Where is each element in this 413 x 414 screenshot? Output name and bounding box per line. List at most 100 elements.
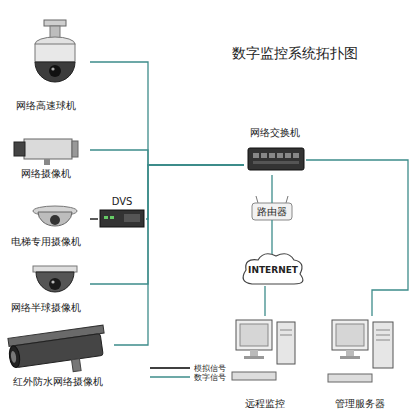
speed-dome-icon-part xyxy=(49,65,61,77)
node-label: INTERNET xyxy=(248,264,298,276)
diagram-title: 数字监控系统拓扑图 xyxy=(232,45,358,63)
server-computer-icon-part xyxy=(346,350,354,356)
node-label: 管理服务器 xyxy=(335,398,385,410)
elevator-camera-icon-part xyxy=(50,215,60,225)
switch-icon-part xyxy=(277,153,283,158)
dvs-box-icon-part xyxy=(124,214,140,222)
dvs-box: DVS xyxy=(98,196,146,229)
node-label: 电梯专用摄像机 xyxy=(11,236,81,248)
server-box: 管理服务器 xyxy=(322,316,398,410)
server-computer-icon xyxy=(328,320,393,382)
digital-wire xyxy=(146,165,244,219)
dvs-box-icon-part xyxy=(110,216,114,219)
ir-camera-icon-part xyxy=(72,359,82,372)
digital-wire xyxy=(271,175,272,203)
remote-computer-icon-part xyxy=(232,372,276,380)
camera-label: 网络高速球机 xyxy=(2,18,90,112)
ir-camera-icon-part xyxy=(10,351,17,364)
digital-wire xyxy=(90,165,244,284)
legend-label: 数字信号 xyxy=(194,373,226,382)
cloud-box: INTERNET xyxy=(242,254,304,286)
server-computer-icon-part xyxy=(336,324,364,346)
remote-computer-icon-part xyxy=(240,324,268,346)
box-camera-icon-part xyxy=(44,159,50,165)
switch-icon xyxy=(248,148,304,170)
half-dome-icon-part xyxy=(51,280,54,283)
camera-label: 电梯专用摄像机 xyxy=(2,200,90,248)
elevator-camera-icon-part xyxy=(38,212,72,226)
remote-computer-icon-part xyxy=(244,356,264,359)
remote-computer-icon-part xyxy=(277,322,295,364)
remote-computer-icon-part xyxy=(236,320,272,350)
server-computer-icon-part xyxy=(328,374,372,382)
remote-computer-icon-part xyxy=(280,335,292,336)
digital-wire xyxy=(114,165,244,345)
switch-box: 网络交换机 xyxy=(244,127,306,175)
half-dome-icon-part xyxy=(49,278,61,290)
speed-dome-icon-part xyxy=(50,26,60,38)
dvs-box-icon-part xyxy=(100,210,144,227)
legend-samples-part xyxy=(150,367,190,368)
switch-icon-part xyxy=(261,153,267,158)
server-computer-icon-part xyxy=(332,320,368,350)
node-label: 网络摄像机 xyxy=(21,168,71,180)
digital-wire xyxy=(271,220,272,254)
node-label: 路由器 xyxy=(257,206,287,218)
switch-icon-part xyxy=(253,153,259,158)
speed-dome-icon-part xyxy=(35,44,75,62)
server-computer-icon-part xyxy=(340,356,360,359)
switch-icon-part xyxy=(269,153,275,158)
remote-computer-icon-part xyxy=(280,330,292,331)
node-label: 远程监控 xyxy=(245,398,285,410)
remote-computer-icon xyxy=(232,320,295,380)
analog-wire xyxy=(90,218,98,219)
half-dome-icon xyxy=(33,266,77,292)
ir-camera-icon-part xyxy=(8,345,21,368)
computer-box: 远程监控 xyxy=(226,316,304,410)
camera-label: 网络半球摄像机 xyxy=(2,264,90,314)
node-label: 网络半球摄像机 xyxy=(11,302,81,314)
legend-samples-part xyxy=(150,376,190,377)
speed-dome-icon-part xyxy=(51,67,54,70)
elevator-camera-icon xyxy=(33,206,77,226)
remote-computer-icon-part xyxy=(250,350,258,356)
box-camera-icon xyxy=(14,139,78,165)
router-icon xyxy=(252,196,292,220)
digital-wire xyxy=(264,286,265,316)
switch-icon-part xyxy=(285,153,291,158)
server-computer-icon-part xyxy=(376,340,390,341)
half-dome-icon-part xyxy=(36,272,74,292)
speed-dome-icon xyxy=(35,20,75,82)
internet-cloud xyxy=(243,254,303,284)
switch-icon-part xyxy=(293,153,299,158)
camera-label: 红外防水网络摄像机 xyxy=(2,326,114,388)
node-label: 红外防水网络摄像机 xyxy=(13,376,103,388)
digital-wire xyxy=(306,160,408,316)
server-computer-icon-part xyxy=(373,322,393,368)
half-dome-icon-part xyxy=(33,266,77,272)
router-box: 路由器 xyxy=(252,203,292,220)
digital-wire xyxy=(90,62,244,165)
node-label: 网络高速球机 xyxy=(16,100,76,112)
dvs-box-icon-part xyxy=(104,216,108,219)
speed-dome-icon-part xyxy=(35,62,75,82)
router-icon-part xyxy=(256,196,258,203)
server-computer-icon-part xyxy=(376,330,390,331)
switch-icon-part xyxy=(248,148,304,170)
box-camera-icon-part xyxy=(72,141,78,157)
camera-label: 网络摄像机 xyxy=(2,132,90,180)
router-icon-part xyxy=(286,196,288,203)
ir-camera-icon-part xyxy=(13,334,103,368)
switch-icon-part xyxy=(253,161,299,164)
node-label: 网络交换机 xyxy=(250,127,300,139)
legend-label: 模拟信号 xyxy=(194,364,226,373)
ir-camera-icon xyxy=(7,325,109,380)
box-camera-icon-part xyxy=(14,142,25,156)
internet-cloud-part xyxy=(243,254,303,284)
speed-dome-icon-part xyxy=(44,20,66,26)
router-icon-part xyxy=(252,203,292,220)
digital-wire xyxy=(90,150,244,165)
